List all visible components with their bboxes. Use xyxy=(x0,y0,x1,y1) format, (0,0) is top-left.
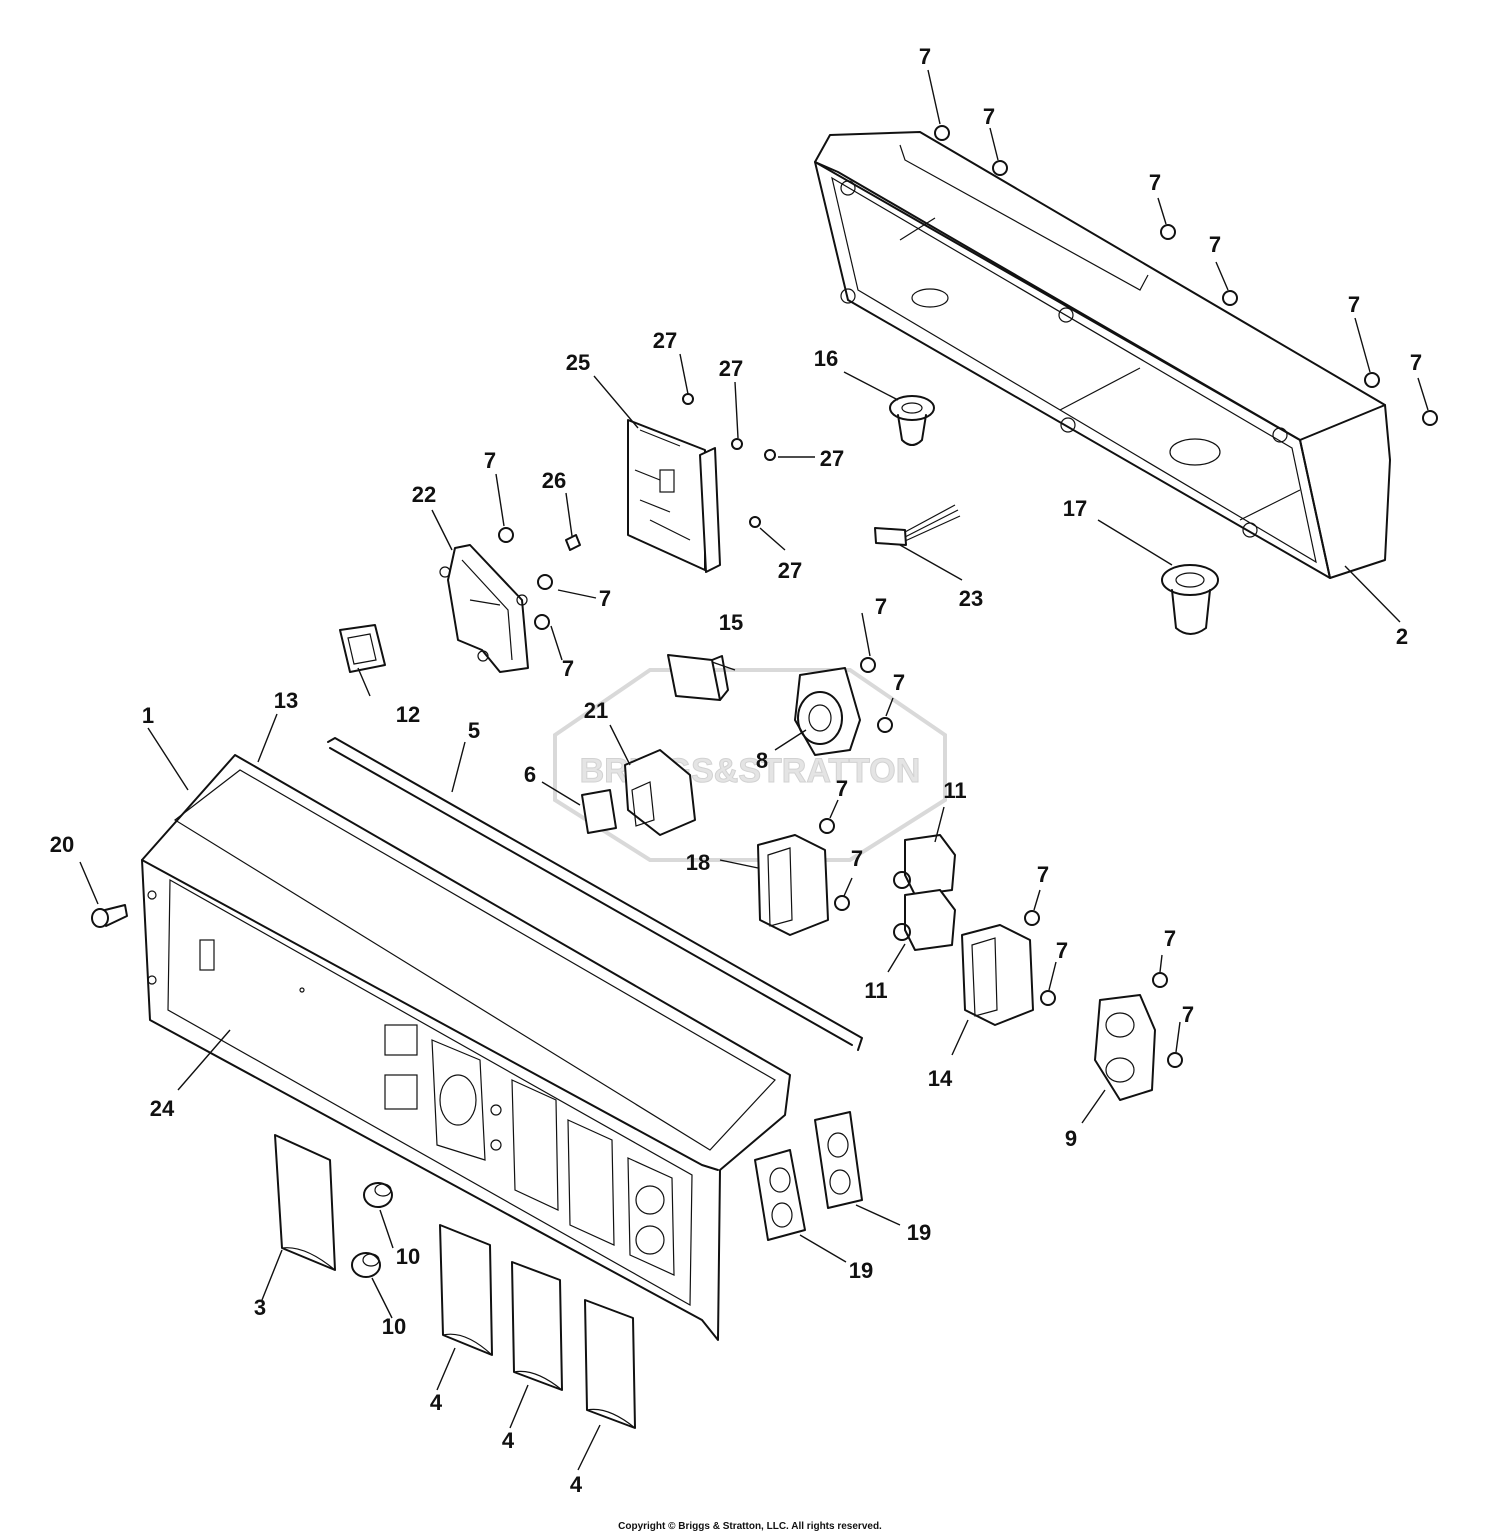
callout-11-a: 11 xyxy=(943,778,966,803)
copyright-notice: Copyright © Briggs & Stratton, LLC. All … xyxy=(618,1521,882,1532)
part-twist-lock-receptacle xyxy=(794,667,861,756)
callout-14: 14 xyxy=(928,1066,953,1091)
callout-7-b: 7 xyxy=(983,104,995,129)
callout-27-b: 27 xyxy=(719,356,743,381)
callout-7-h: 7 xyxy=(599,586,611,611)
part-bracket xyxy=(439,544,529,673)
callout-7-j: 7 xyxy=(875,594,887,619)
part-outlet-cover-4c xyxy=(584,1299,636,1429)
part-outlet-cover-4a xyxy=(439,1224,493,1356)
callout-3: 3 xyxy=(254,1295,266,1320)
part-board-screws xyxy=(682,393,776,528)
callout-15: 15 xyxy=(719,610,743,635)
callout-27-c: 27 xyxy=(820,446,844,471)
callout-7-g: 7 xyxy=(484,448,496,473)
part-gasket-right xyxy=(814,1111,863,1209)
callout-10-b: 10 xyxy=(382,1314,406,1339)
callout-24: 24 xyxy=(150,1096,175,1121)
callout-16: 16 xyxy=(814,346,838,371)
part-circuit-breaker-lower xyxy=(893,889,956,951)
callout-10-a: 10 xyxy=(396,1244,420,1269)
callout-7-k: 7 xyxy=(893,670,905,695)
callout-4-a: 4 xyxy=(430,1390,443,1415)
part-seal-strip xyxy=(327,737,863,1051)
part-duplex-receptacle xyxy=(1094,994,1156,1101)
part-control-panel xyxy=(141,754,791,1341)
part-screw xyxy=(91,904,128,928)
callout-4-c: 4 xyxy=(570,1472,583,1497)
callout-7-i: 7 xyxy=(562,656,574,681)
callout-9: 9 xyxy=(1065,1126,1077,1151)
callout-7-q: 7 xyxy=(1182,1002,1194,1027)
part-gfci-receptacle-18 xyxy=(757,834,829,936)
callout-12: 12 xyxy=(396,702,420,727)
callout-18: 18 xyxy=(686,850,710,875)
callout-7-m: 7 xyxy=(851,846,863,871)
callout-7-o: 7 xyxy=(1056,938,1068,963)
callout-11-b: 11 xyxy=(864,978,887,1003)
callout-23: 23 xyxy=(959,586,983,611)
part-grommet-large xyxy=(1161,564,1219,635)
callout-8: 8 xyxy=(756,748,768,773)
part-pin xyxy=(565,534,581,551)
part-wire-connector xyxy=(874,504,961,546)
callout-22: 22 xyxy=(412,482,436,507)
callout-17: 17 xyxy=(1063,496,1087,521)
callout-20: 20 xyxy=(50,832,74,857)
part-cap-lower xyxy=(351,1252,381,1278)
callout-6: 6 xyxy=(524,762,536,787)
callout-19-a: 19 xyxy=(907,1220,931,1245)
part-gasket-left xyxy=(754,1149,806,1241)
part-circuit-breaker-upper xyxy=(893,834,956,896)
callout-7-n: 7 xyxy=(1037,862,1049,887)
callout-7-p: 7 xyxy=(1164,926,1176,951)
callout-1: 1 xyxy=(142,703,154,728)
part-nuts xyxy=(498,125,1438,1068)
watermark-logo: BRIGGS&STRATTON xyxy=(553,668,947,862)
part-cap-upper xyxy=(363,1182,393,1208)
part-grommet-small xyxy=(889,395,935,446)
callout-2: 2 xyxy=(1396,624,1408,649)
part-rear-enclosure xyxy=(814,131,1391,579)
callout-4-b: 4 xyxy=(502,1428,515,1453)
callout-27-a: 27 xyxy=(653,328,677,353)
callout-25: 25 xyxy=(566,350,590,375)
part-outlet-cover-3 xyxy=(274,1134,336,1271)
callout-7-a: 7 xyxy=(919,44,931,69)
leader-lines xyxy=(79,69,1429,1471)
part-rocker-switch xyxy=(339,624,386,673)
part-switch xyxy=(624,749,696,836)
callout-7-l: 7 xyxy=(836,776,848,801)
part-circuit-board xyxy=(627,419,721,573)
callout-7-d: 7 xyxy=(1209,232,1221,257)
callout-7-f: 7 xyxy=(1410,350,1422,375)
callout-5: 5 xyxy=(468,718,480,743)
callout-7-e: 7 xyxy=(1348,292,1360,317)
part-outlet-cover-4b xyxy=(511,1261,563,1391)
callout-labels: 1 2 3 4 4 4 5 6 7 7 7 7 7 7 7 7 7 7 7 7 … xyxy=(50,44,1422,1497)
callout-27-d: 27 xyxy=(778,558,802,583)
callout-26: 26 xyxy=(542,468,566,493)
part-gfci-receptacle-14 xyxy=(961,924,1034,1026)
callout-7-c: 7 xyxy=(1149,170,1161,195)
part-switch-cover xyxy=(581,789,617,834)
part-hour-meter xyxy=(667,654,729,701)
callout-19-b: 19 xyxy=(849,1258,873,1283)
callout-13: 13 xyxy=(274,688,298,713)
callout-21: 21 xyxy=(584,698,608,723)
